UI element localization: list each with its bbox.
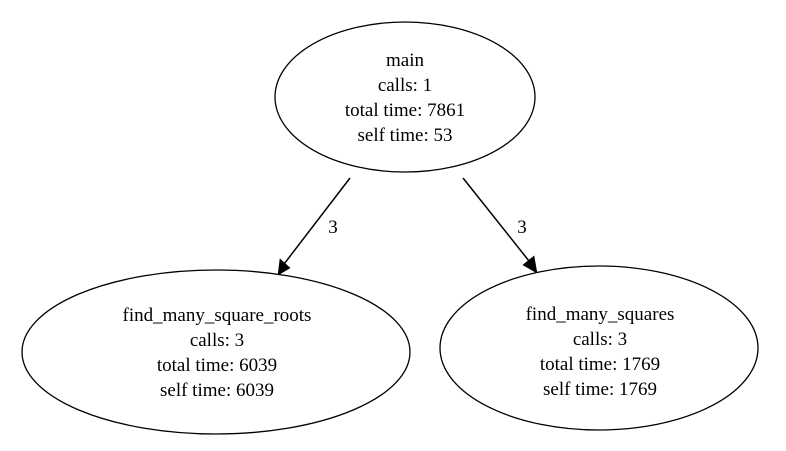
- node-total-time: total time: 7861: [345, 100, 465, 121]
- node-calls: calls: 3: [190, 330, 244, 351]
- arrowhead-icon: [277, 258, 291, 276]
- edge-label-call-count: 3: [517, 217, 527, 238]
- node-total-time: total time: 1769: [540, 354, 660, 375]
- node-function-name: find_many_squares: [526, 304, 675, 325]
- node-total-time: total time: 6039: [157, 355, 277, 376]
- arrowhead-icon: [522, 255, 538, 274]
- edge-line: [462, 177, 534, 267]
- node-ellipse: [439, 265, 759, 431]
- edge-line: [280, 177, 351, 269]
- node-find-many-squares[interactable]: find_many_squares calls: 3 total time: 1…: [439, 265, 759, 431]
- node-ellipse: [274, 21, 536, 173]
- node-function-name: main: [386, 50, 424, 71]
- node-calls: calls: 3: [573, 329, 627, 350]
- node-calls: calls: 1: [378, 75, 432, 96]
- node-self-time: self time: 53: [358, 125, 453, 146]
- node-self-time: self time: 1769: [543, 379, 657, 400]
- node-main[interactable]: main calls: 1 total time: 7861 self time…: [274, 21, 536, 173]
- node-function-name: find_many_square_roots: [123, 305, 312, 326]
- node-self-time: self time: 6039: [160, 380, 274, 401]
- edge-main-to-find-many-squares[interactable]: 3: [462, 177, 538, 274]
- edge-main-to-find-many-square-roots[interactable]: 3: [277, 177, 351, 276]
- edge-label-call-count: 3: [328, 217, 338, 238]
- node-find-many-square-roots[interactable]: find_many_square_roots calls: 3 total ti…: [21, 269, 411, 435]
- node-ellipse: [21, 269, 411, 435]
